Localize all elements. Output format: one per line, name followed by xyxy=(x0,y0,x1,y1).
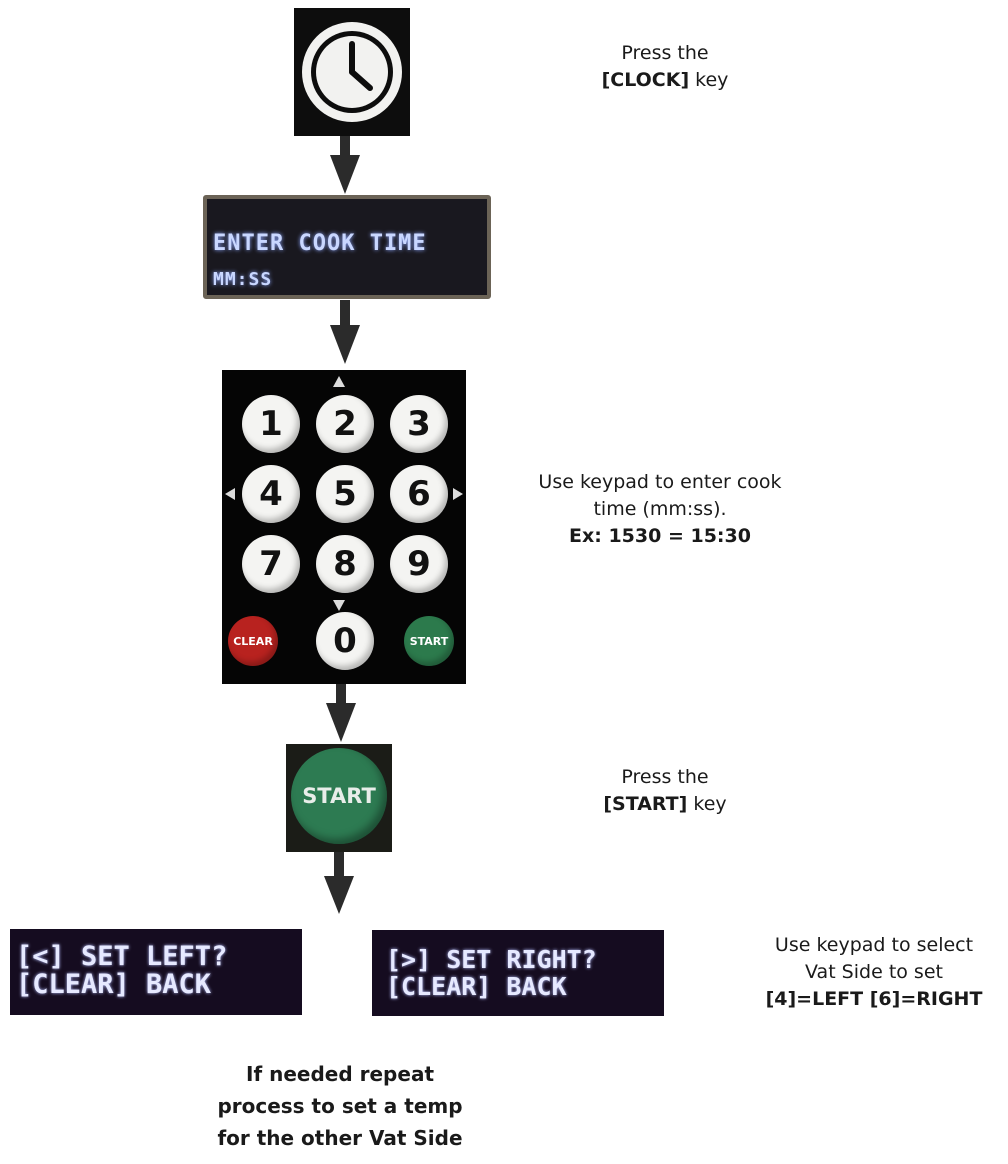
repeat-note-line2: process to set a temp xyxy=(190,1090,490,1122)
clock-caption: Press the [CLOCK] key xyxy=(540,40,790,94)
vat-side-caption: Use keypad to select Vat Side to set [4]… xyxy=(740,932,1008,1013)
start-caption-suffix: key xyxy=(687,793,726,815)
left-arrow-icon xyxy=(225,488,235,500)
start-key[interactable]: START xyxy=(286,744,392,852)
start-caption-key: [START] xyxy=(603,793,687,815)
keypad: 1 2 3 4 5 6 7 8 9 CLEAR 0 START xyxy=(222,370,466,684)
repeat-note-line1: If needed repeat xyxy=(190,1058,490,1090)
start-caption: Press the [START] key xyxy=(540,764,790,818)
clock-caption-key: [CLOCK] xyxy=(602,69,690,91)
lcd-cook-line2: MM:SS xyxy=(213,269,272,290)
lcd-set-right: [>] SET RIGHT? [CLEAR] BACK xyxy=(372,930,664,1016)
arrow-start-to-vat xyxy=(324,852,354,914)
arrow-lcd-to-keypad xyxy=(330,300,360,364)
start-caption-line1: Press the xyxy=(540,764,790,791)
lcd-right-line1: [>] SET RIGHT? xyxy=(386,946,597,974)
vat-side-caption-line1: Use keypad to select xyxy=(740,932,1008,959)
vat-side-caption-mapping: [4]=LEFT [6]=RIGHT xyxy=(766,988,983,1010)
right-arrow-icon xyxy=(453,488,463,500)
lcd-left-line1: [<] SET LEFT? xyxy=(16,943,227,971)
vat-side-caption-line2: Vat Side to set xyxy=(740,959,1008,986)
lcd-right-line2: [CLEAR] BACK xyxy=(386,973,567,1001)
lcd-left-line2: [CLEAR] BACK xyxy=(16,971,211,999)
down-arrow-icon xyxy=(333,600,345,611)
arrow-clock-to-lcd xyxy=(330,136,360,194)
clock-key[interactable] xyxy=(294,8,410,136)
lcd-enter-cook-time: ENTER COOK TIME MM:SS xyxy=(203,195,491,299)
start-key-label: START xyxy=(302,784,376,808)
lcd-set-left: [<] SET LEFT? [CLEAR] BACK xyxy=(10,929,302,1015)
keypad-caption: Use keypad to enter cook time (mm:ss). E… xyxy=(490,469,830,550)
repeat-note: If needed repeat process to set a temp f… xyxy=(190,1058,490,1154)
clock-caption-line1: Press the xyxy=(540,40,790,67)
repeat-note-line3: for the other Vat Side xyxy=(190,1122,490,1154)
keypad-caption-example: Ex: 1530 = 15:30 xyxy=(569,525,751,547)
arrow-keypad-to-start xyxy=(326,684,356,742)
clock-icon xyxy=(294,8,410,136)
clock-caption-suffix: key xyxy=(689,69,728,91)
keypad-caption-line1: Use keypad to enter cook xyxy=(490,469,830,496)
start-key-circle: START xyxy=(291,748,387,844)
keypad-arrow-indicators xyxy=(222,370,466,684)
up-arrow-icon xyxy=(333,376,345,387)
lcd-cook-line1: ENTER COOK TIME xyxy=(213,231,427,256)
keypad-caption-line2: time (mm:ss). xyxy=(490,496,830,523)
